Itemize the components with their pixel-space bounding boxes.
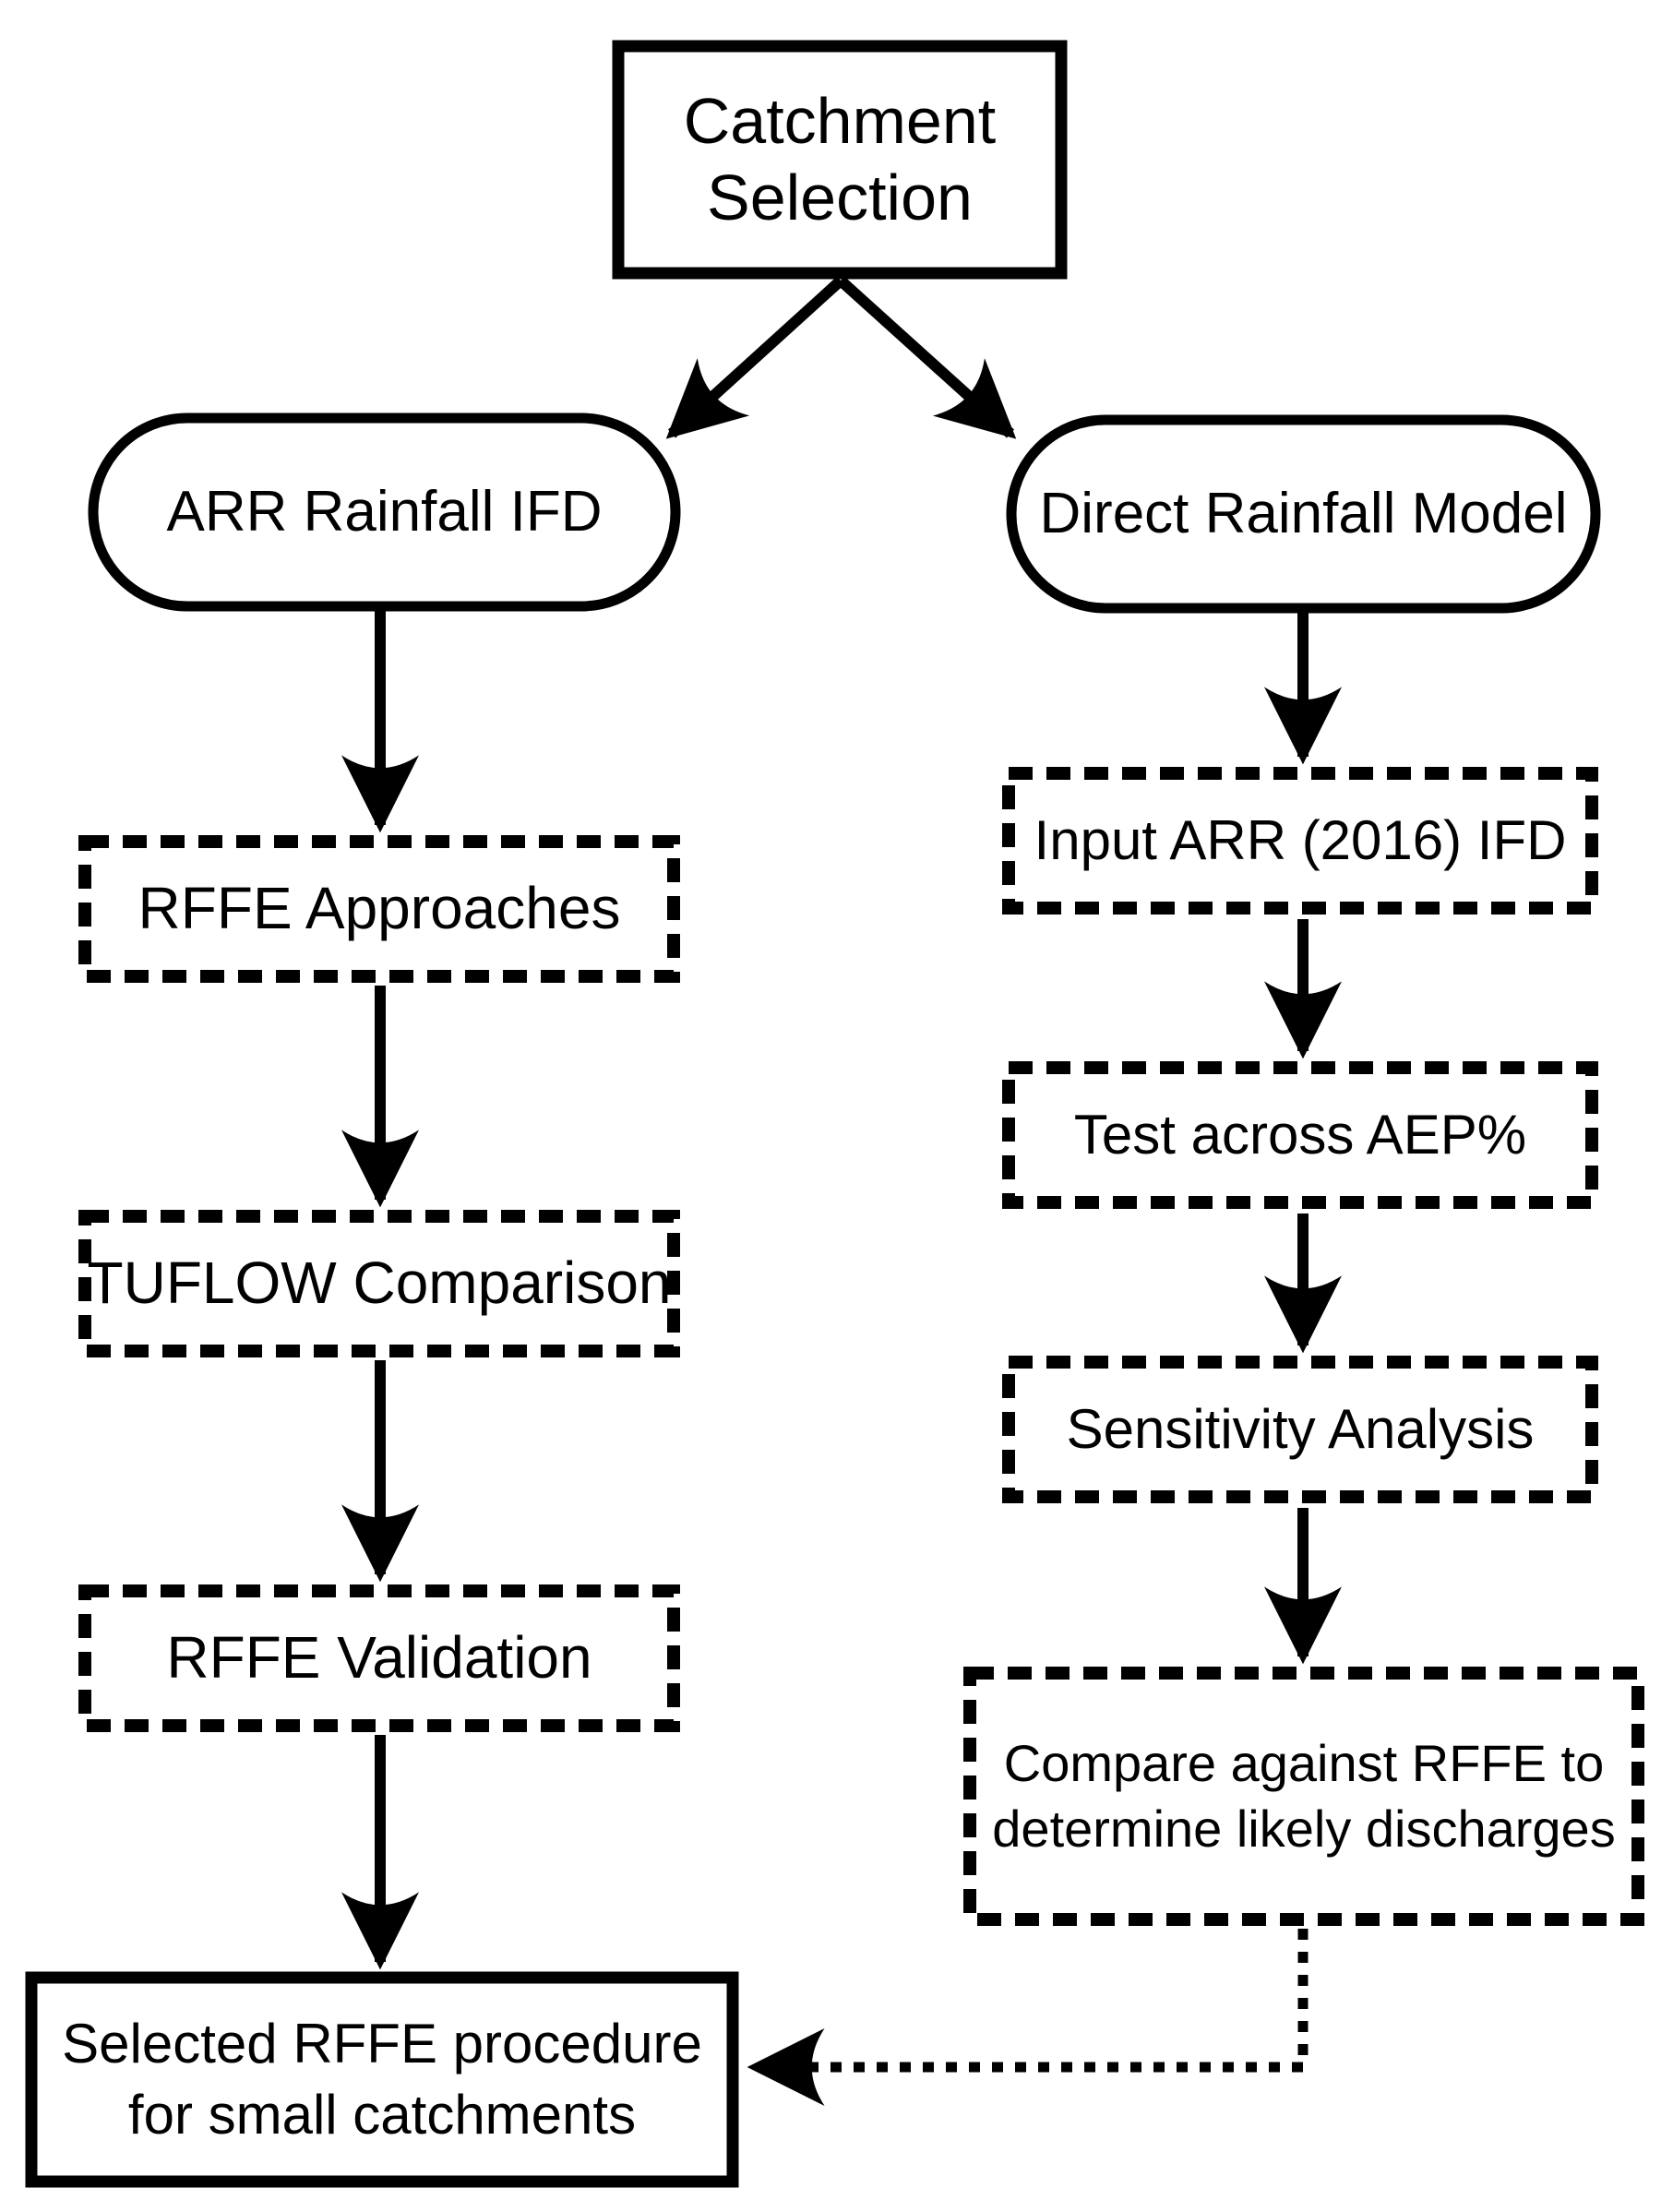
- node-arr-rainfall-ifd: ARR Rainfall IFD: [89, 413, 680, 611]
- node-input-arr-ifd: Input ARR (2016) IFD: [1002, 767, 1598, 915]
- node-catchment-selection-label: Catchment Selection: [683, 85, 997, 233]
- tuflow-comparison-border: [78, 1210, 680, 1357]
- node-direct-rainfall-model-label: Direct Rainfall Model: [1039, 482, 1568, 546]
- node-selected-rffe-procedure: Selected RFFE procedure for small catchm…: [26, 1972, 738, 2187]
- rffe-approaches-border: [78, 835, 680, 983]
- node-sensitivity-analysis-label: Sensitivity Analysis: [1066, 1397, 1535, 1460]
- node-sensitivity-analysis: Sensitivity Analysis: [1002, 1356, 1598, 1503]
- node-arr-rainfall-ifd-label: ARR Rainfall IFD: [166, 480, 603, 544]
- node-catchment-selection: Catchment Selection: [613, 41, 1067, 279]
- node-input-arr-ifd-label: Input ARR (2016) IFD: [1034, 808, 1567, 871]
- dotted-arrow-compare-to-selected: [747, 1929, 1309, 2106]
- node-rffe-validation-label: RFFE Validation: [166, 1624, 592, 1692]
- node-compare-against-rffe-label: Compare against RFFE to determine likely…: [992, 1733, 1616, 1858]
- node-selected-rffe-procedure-label: Selected RFFE procedure for small catchm…: [62, 2012, 702, 2146]
- direct-rainfall-model-border: [1006, 414, 1601, 614]
- compare-against-rffe-border: [963, 1667, 1644, 1926]
- node-rffe-approaches-label: RFFE Approaches: [137, 875, 621, 942]
- node-rffe-validation: RFFE Validation: [78, 1584, 680, 1732]
- node-test-across-aep-label: Test across AEP%: [1073, 1103, 1527, 1166]
- node-tuflow-comparison-label: TUFLOW Comparison: [87, 1249, 672, 1317]
- test-across-aep-border: [1002, 1061, 1598, 1209]
- arrow-catchment-to-direct-rainfall: [836, 276, 1017, 439]
- arr-rainfall-ifd-border: [88, 413, 681, 612]
- catchment-selection-border: [612, 40, 1068, 280]
- arrow-catchment-to-arr-ifd: [665, 276, 845, 439]
- selected-rffe-border: [25, 1971, 739, 2188]
- input-arr-ifd-border: [1002, 767, 1598, 915]
- node-tuflow-comparison: TUFLOW Comparison: [78, 1210, 680, 1357]
- node-direct-rainfall-model: Direct Rainfall Model: [1007, 415, 1600, 613]
- node-compare-against-rffe: Compare against RFFE to determine likely…: [963, 1667, 1644, 1926]
- node-test-across-aep: Test across AEP%: [1002, 1061, 1598, 1209]
- sensitivity-analysis-border: [1002, 1356, 1598, 1503]
- node-rffe-approaches: RFFE Approaches: [78, 835, 680, 983]
- rffe-validation-border: [78, 1584, 680, 1732]
